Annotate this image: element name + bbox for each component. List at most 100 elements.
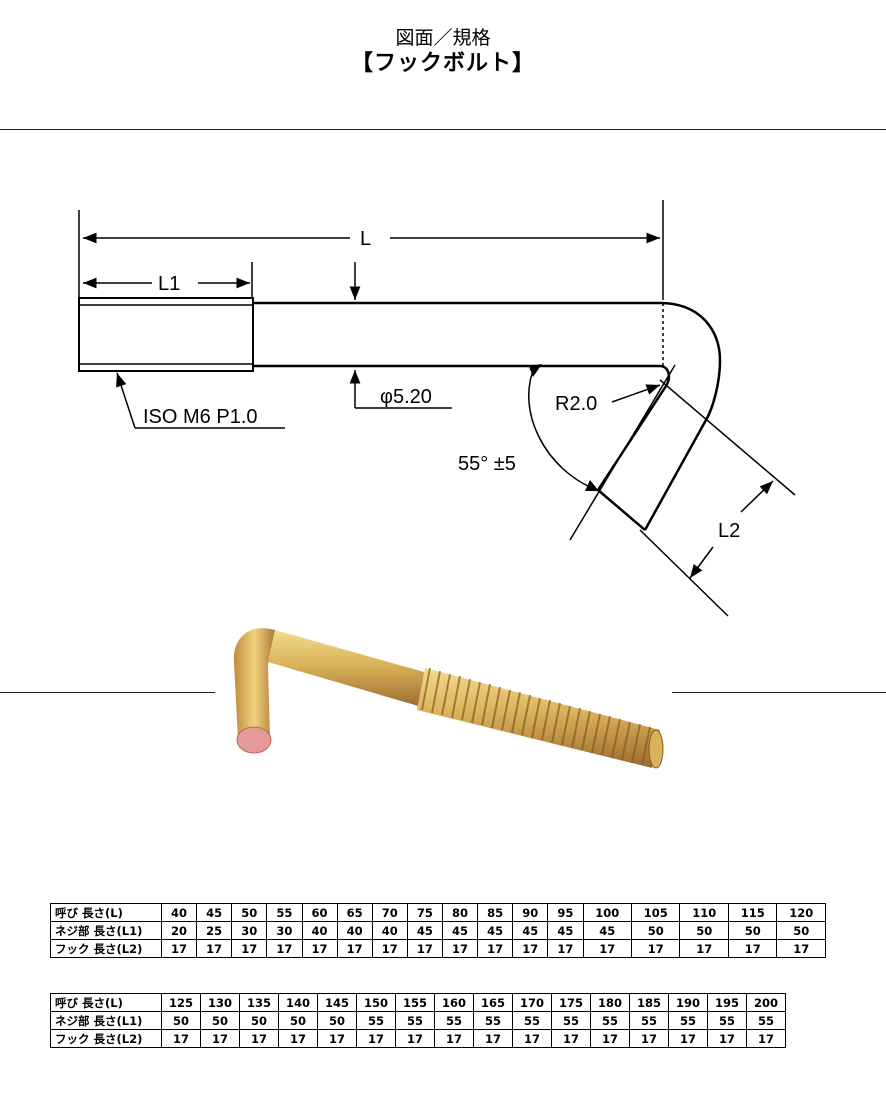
table-cell: 110 xyxy=(679,903,729,922)
dimension-L2-lower xyxy=(689,546,714,579)
table-cell: 17 xyxy=(512,939,549,958)
table-cell: 40 xyxy=(301,921,338,940)
table-cell: 120 xyxy=(776,903,826,922)
angle-arrow-top xyxy=(529,364,542,377)
table-cell: 17 xyxy=(776,939,826,958)
table-cell: 25 xyxy=(196,921,233,940)
table-cell: 155 xyxy=(395,993,435,1012)
table-cell: 17 xyxy=(301,939,338,958)
table-cell: 40 xyxy=(160,903,198,922)
table-cell: 55 xyxy=(395,1011,435,1030)
table-cell: 105 xyxy=(630,903,681,922)
hook-outer-edge xyxy=(643,301,722,531)
table-cell: 17 xyxy=(590,1029,630,1048)
table-cell: 17 xyxy=(441,939,479,958)
table-cell: 17 xyxy=(395,1029,435,1048)
row-label: ネジ部 長さ(L1) xyxy=(50,1011,162,1030)
table-cell: 17 xyxy=(477,939,514,958)
divider-right xyxy=(672,692,886,693)
photo-bend xyxy=(233,628,275,740)
table-cell: 45 xyxy=(547,921,584,940)
dimension-L2-upper xyxy=(740,480,774,513)
radius-leader xyxy=(611,384,661,403)
row-label: 呼び 長さ(L) xyxy=(50,903,162,922)
table-cell: 17 xyxy=(547,939,584,958)
table-cell: 50 xyxy=(231,903,268,922)
table-cell: 130 xyxy=(200,993,240,1012)
table-cell: 17 xyxy=(231,939,268,958)
table-cell: 45 xyxy=(406,921,444,940)
row-label: 呼び 長さ(L) xyxy=(50,993,162,1012)
table-cell: 17 xyxy=(160,939,198,958)
table-cell: 50 xyxy=(239,1011,279,1030)
table-cell: 70 xyxy=(371,903,408,922)
angle-arc xyxy=(528,365,598,491)
table-cell: 45 xyxy=(441,921,479,940)
table-cell: 17 xyxy=(551,1029,591,1048)
table-cell: 17 xyxy=(278,1029,318,1048)
divider-top xyxy=(0,129,886,130)
table-cell: 50 xyxy=(200,1011,240,1030)
extension-line-hook-base xyxy=(569,364,676,541)
hook-end xyxy=(597,489,646,531)
table-cell: 50 xyxy=(679,921,729,940)
table-cell: 60 xyxy=(301,903,338,922)
table-cell: 55 xyxy=(746,1011,786,1030)
table-cell: 135 xyxy=(239,993,279,1012)
label-angle: 55° ±5 xyxy=(458,453,516,475)
table-cell: 17 xyxy=(266,939,303,958)
table-cell: 30 xyxy=(231,921,268,940)
table-cell: 115 xyxy=(727,903,778,922)
hook-bolt-drawing: L L1 ISO M6 P1.0 φ5.20 R2.0 55° ±5 L2 xyxy=(78,200,796,617)
table-cell: 195 xyxy=(707,993,747,1012)
table-cell: 55 xyxy=(266,903,303,922)
table-cell: 95 xyxy=(547,903,584,922)
label-L2: L2 xyxy=(718,520,740,542)
table-cell: 17 xyxy=(371,939,408,958)
table-cell: 20 xyxy=(160,921,198,940)
table-cell: 150 xyxy=(356,993,396,1012)
table-cell: 140 xyxy=(278,993,318,1012)
table-cell: 17 xyxy=(707,1029,747,1048)
table-cell: 45 xyxy=(582,921,632,940)
thread-section xyxy=(78,297,254,372)
table-cell: 17 xyxy=(668,1029,708,1048)
divider-left xyxy=(0,692,215,693)
table-cell: 45 xyxy=(196,903,233,922)
table-cell: 55 xyxy=(434,1011,474,1030)
table-cell: 75 xyxy=(406,903,444,922)
angle-arrow-bottom xyxy=(585,480,599,491)
table-cell: 50 xyxy=(278,1011,318,1030)
table-cell: 17 xyxy=(336,939,373,958)
table-cell: 190 xyxy=(668,993,708,1012)
table-cell: 100 xyxy=(582,903,632,922)
table-cell: 17 xyxy=(161,1029,201,1048)
table-cell: 17 xyxy=(406,939,444,958)
table-cell: 17 xyxy=(200,1029,240,1048)
table-cell: 50 xyxy=(317,1011,357,1030)
table-cell: 17 xyxy=(196,939,233,958)
table-cell: 17 xyxy=(356,1029,396,1048)
table-cell: 55 xyxy=(707,1011,747,1030)
label-L: L xyxy=(360,228,371,250)
table-cell: 55 xyxy=(356,1011,396,1030)
table-cell: 55 xyxy=(668,1011,708,1030)
table-cell: 17 xyxy=(630,939,681,958)
table-cell: 17 xyxy=(434,1029,474,1048)
table-cell: 55 xyxy=(473,1011,513,1030)
table-cell: 45 xyxy=(477,921,514,940)
table-cell: 160 xyxy=(434,993,474,1012)
table-cell: 17 xyxy=(239,1029,279,1048)
table-cell: 55 xyxy=(629,1011,669,1030)
table-cell: 55 xyxy=(512,1011,552,1030)
table-cell: 175 xyxy=(551,993,591,1012)
page-subtitle: 図面／規格 xyxy=(395,27,491,49)
table-cell: 40 xyxy=(336,921,373,940)
table-cell: 17 xyxy=(629,1029,669,1048)
table-cell: 80 xyxy=(441,903,479,922)
